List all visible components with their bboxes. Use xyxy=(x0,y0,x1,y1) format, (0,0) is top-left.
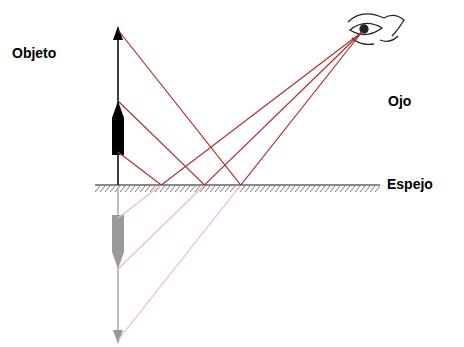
light-ray xyxy=(118,32,362,185)
virtual-ray xyxy=(118,185,161,218)
virtual-ray xyxy=(118,185,204,269)
light-ray xyxy=(118,32,362,185)
text-label: Objeto xyxy=(12,46,56,61)
image-pencil xyxy=(112,215,124,269)
image-arrowhead xyxy=(113,330,123,344)
light-ray xyxy=(118,30,362,185)
object-pencil xyxy=(112,101,124,155)
mirror-line xyxy=(95,184,380,186)
object-arrowhead xyxy=(113,26,123,40)
text-label: Espejo xyxy=(387,177,433,192)
text-label: Ojo xyxy=(388,94,411,109)
virtual-ray xyxy=(118,185,241,340)
